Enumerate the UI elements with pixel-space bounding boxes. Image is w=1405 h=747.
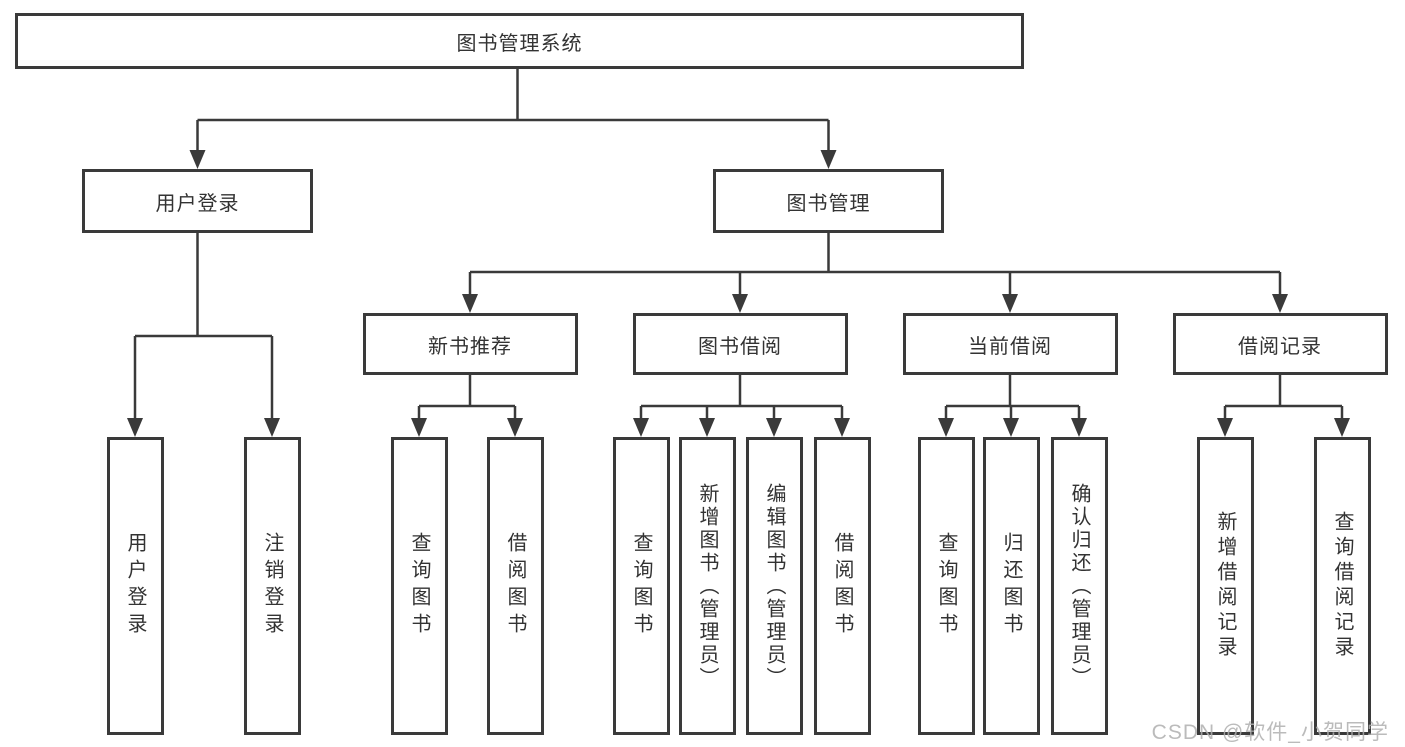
leaf-query-books-recommend: 查询图书 [390,437,448,735]
leaf-logout-login-label: 注销登录 [261,532,283,640]
leaf-logout-login: 注销登录 [243,437,301,735]
leaf-add-borrow-record: 新增借阅记录 [1196,437,1254,735]
leaf-query-books-borrow-label: 查询图书 [630,532,652,640]
node-book-borrow: 图书借阅 [632,313,848,375]
node-borrow-records: 借阅记录 [1172,313,1388,375]
leaf-user-login: 用户登录 [106,437,164,735]
leaf-query-borrow-record-label: 查询借阅记录 [1331,511,1353,661]
node-root-system-label: 图书管理系统 [456,32,583,55]
node-book-management-label: 图书管理 [786,192,871,215]
leaf-query-books-current-label: 查询图书 [935,532,957,640]
leaf-confirm-return-admin-label: 确认归还（管理员） [1068,482,1090,690]
leaf-query-borrow-record: 查询借阅记录 [1313,437,1371,735]
node-user-login-label: 用户登录 [155,192,240,215]
leaf-borrow-books-recommend: 借阅图书 [486,437,544,735]
leaf-edit-book-admin: 编辑图书（管理员） [745,437,803,735]
leaf-add-book-admin: 新增图书（管理员） [678,437,736,735]
leaf-add-borrow-record-label: 新增借阅记录 [1214,511,1236,661]
node-borrow-records-label: 借阅记录 [1238,335,1322,358]
node-current-borrow-label: 当前借阅 [968,335,1052,358]
node-book-borrow-label: 图书借阅 [698,335,782,358]
leaf-query-books-recommend-label: 查询图书 [408,532,430,640]
csdn-watermark: CSDN @软件_小贺同学 [1151,721,1389,744]
arrowhead-icons [127,150,1350,437]
node-new-book-recommend-label: 新书推荐 [428,335,512,358]
leaf-return-books: 归还图书 [982,437,1040,735]
leaf-borrow-books-recommend-label: 借阅图书 [504,532,526,640]
leaf-borrow-books-borrow-label: 借阅图书 [831,532,853,640]
node-user-login: 用户登录 [82,169,313,233]
node-new-book-recommend: 新书推荐 [362,313,578,375]
leaf-borrow-books-borrow: 借阅图书 [813,437,871,735]
leaf-query-books-borrow: 查询图书 [612,437,670,735]
leaf-edit-book-admin-label: 编辑图书（管理员） [763,482,785,690]
leaf-query-books-current: 查询图书 [917,437,975,735]
node-root-system: 图书管理系统 [15,13,1024,69]
leaf-user-login-label: 用户登录 [124,532,146,640]
leaf-return-books-label: 归还图书 [1000,532,1022,640]
leaf-confirm-return-admin: 确认归还（管理员） [1050,437,1108,735]
node-current-borrow: 当前借阅 [902,313,1118,375]
leaf-add-book-admin-label: 新增图书（管理员） [696,482,718,690]
node-book-management: 图书管理 [713,169,944,233]
